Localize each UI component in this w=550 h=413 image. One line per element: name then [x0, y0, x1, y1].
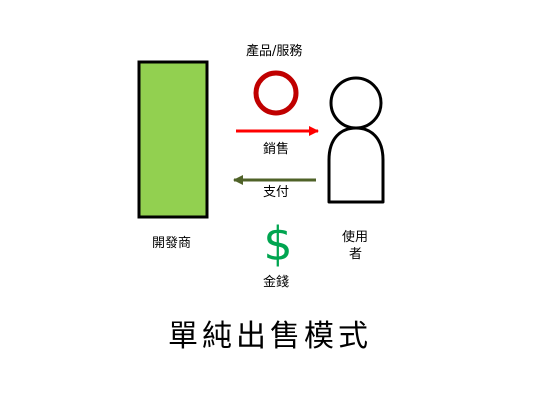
developer-label: 開發商 — [152, 236, 192, 251]
user-label-line1: 使用 — [342, 230, 369, 245]
product-label: 產品/服務 — [246, 44, 303, 59]
user-person-icon — [327, 76, 385, 204]
product-ring-icon — [253, 70, 299, 116]
diagram-title: 單純出售模式 — [168, 319, 372, 354]
money-dollar-sign-icon: $ — [263, 217, 292, 271]
money-label: 金錢 — [263, 275, 290, 290]
developer-box — [137, 60, 209, 219]
payment-label: 支付 — [263, 185, 290, 200]
user-label-line2: 者 — [349, 247, 363, 262]
sale-label: 銷售 — [263, 142, 290, 157]
